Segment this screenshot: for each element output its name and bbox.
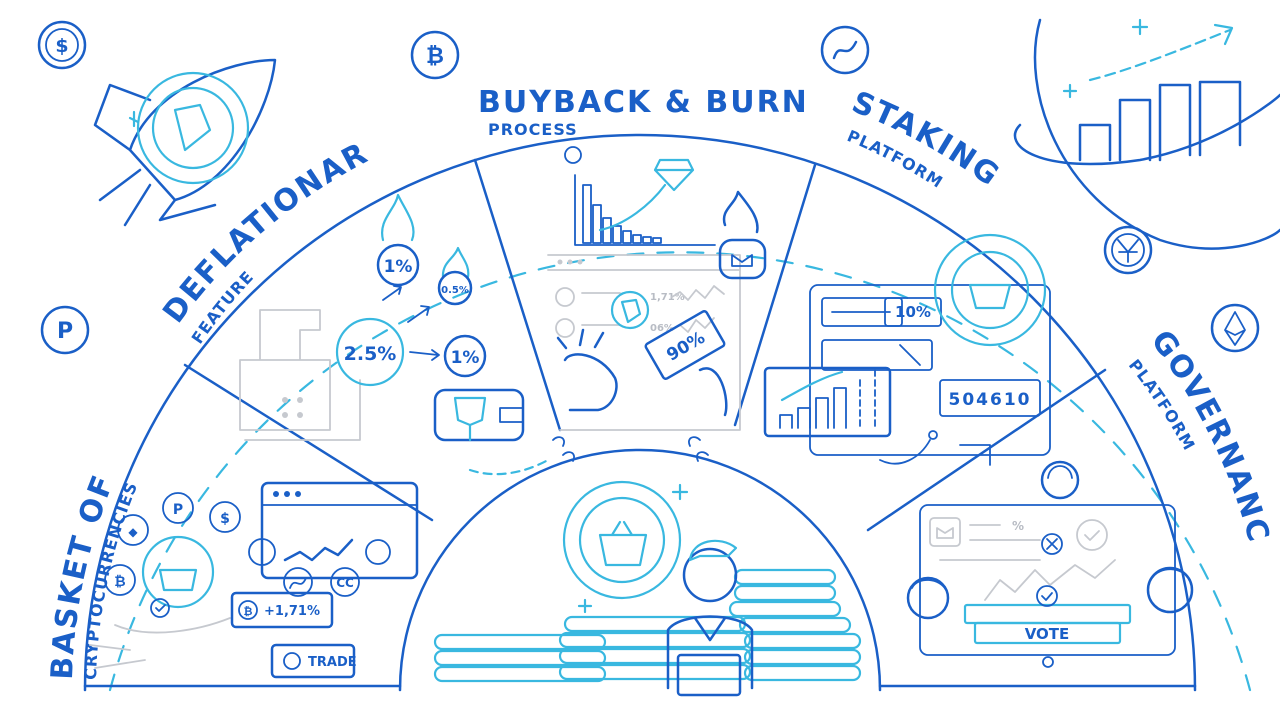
svg-text:₿: ₿ bbox=[426, 44, 444, 69]
svg-text:$: $ bbox=[220, 511, 230, 527]
staking-illustration: 10% 504610 bbox=[763, 233, 1051, 466]
ethereum-coin-icon bbox=[1210, 303, 1260, 353]
staking-counter: 504610 bbox=[949, 390, 1032, 410]
rocket-icon bbox=[93, 58, 277, 227]
fee-wallet-label: 1% bbox=[451, 348, 480, 368]
buyback-histogram bbox=[582, 184, 662, 244]
polkadot-coin-icon: P bbox=[40, 305, 90, 355]
buyback-illustration: 1,71% 06% 90% bbox=[547, 146, 767, 431]
fee-burn-label: 1% bbox=[384, 257, 413, 277]
svg-text:$: $ bbox=[55, 35, 68, 57]
semicircle-frame bbox=[83, 133, 1197, 692]
cc-coin-label: CC bbox=[336, 576, 354, 590]
outer-dashed-arc bbox=[108, 251, 1252, 692]
svg-text:₿: ₿ bbox=[244, 605, 253, 618]
trade-button-label: TRADE bbox=[308, 655, 357, 670]
buyback-subtitle: PROCESS bbox=[488, 120, 578, 139]
staking-rate-label: 10% bbox=[895, 303, 931, 321]
center-illustration bbox=[433, 436, 862, 697]
basket-gain-label: +1,71% bbox=[264, 604, 320, 619]
basket-illustration: ◆ P $ ₿ CC ₿ +1,71% bbox=[89, 481, 419, 669]
person-with-laptop bbox=[666, 539, 754, 697]
dollar-coin-icon: $ bbox=[37, 20, 87, 70]
fee-total-label: 2.5% bbox=[344, 343, 397, 365]
buyback-row1-value: 1,71% bbox=[650, 292, 685, 303]
svg-text:P: P bbox=[57, 319, 73, 344]
buyback-row2-value: 06% bbox=[650, 323, 674, 334]
bitcoin-coin-icon: ₿ bbox=[410, 30, 460, 80]
fee-small-label: 0.5% bbox=[441, 285, 469, 296]
deflationary-illustration: 2.5% 1% 0.5% 1% bbox=[239, 193, 550, 476]
governance-illustration: % VOTE bbox=[906, 460, 1194, 668]
governance-percent: % bbox=[1012, 519, 1024, 533]
growth-chart-icon bbox=[1013, 18, 1280, 250]
swirl-coin-icon bbox=[820, 25, 870, 75]
svg-text:P: P bbox=[173, 502, 183, 518]
section-label-buyback: BUYBACK & BURN PROCESS bbox=[478, 85, 809, 139]
yen-coin-icon bbox=[1103, 225, 1153, 275]
coin-stacks bbox=[433, 568, 862, 683]
svg-text:₿: ₿ bbox=[114, 574, 125, 590]
buyback-title: BUYBACK & BURN bbox=[478, 85, 809, 120]
svg-text:◆: ◆ bbox=[128, 525, 138, 539]
trade-button[interactable]: TRADE bbox=[270, 643, 357, 679]
vote-label: VOTE bbox=[1025, 625, 1070, 643]
section-label-staking: STAKING PLATFORM bbox=[844, 85, 1004, 194]
